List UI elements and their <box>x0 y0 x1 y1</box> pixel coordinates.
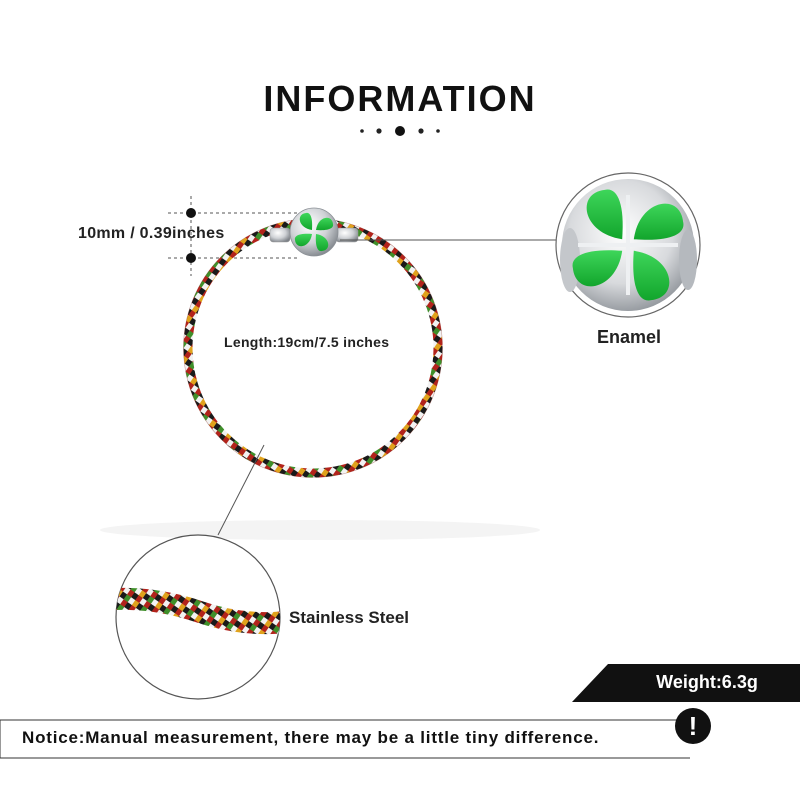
weight-badge <box>572 664 800 702</box>
clover-clasp-closeup <box>555 172 701 318</box>
enamel-label: Enamel <box>596 327 662 347</box>
notice-bar <box>0 719 690 759</box>
braid-closeup <box>115 534 281 700</box>
diameter-label: 10mm / 0.39inches <box>78 225 225 242</box>
notice-text: Notice:Manual measurement, there may be … <box>22 728 600 747</box>
svg-text:!: ! <box>689 711 698 741</box>
page-title: INFORMATION <box>263 78 537 119</box>
exclamation-icon: ! <box>675 708 711 744</box>
weight-label: Weight:6.3g <box>656 672 758 692</box>
title-divider-dots <box>360 126 440 136</box>
length-label: Length:19cm/7.5 inches <box>224 334 390 350</box>
bracelet-product-image <box>100 207 540 540</box>
dimension-guides <box>168 196 300 276</box>
material-label: Stainless Steel <box>289 608 410 627</box>
